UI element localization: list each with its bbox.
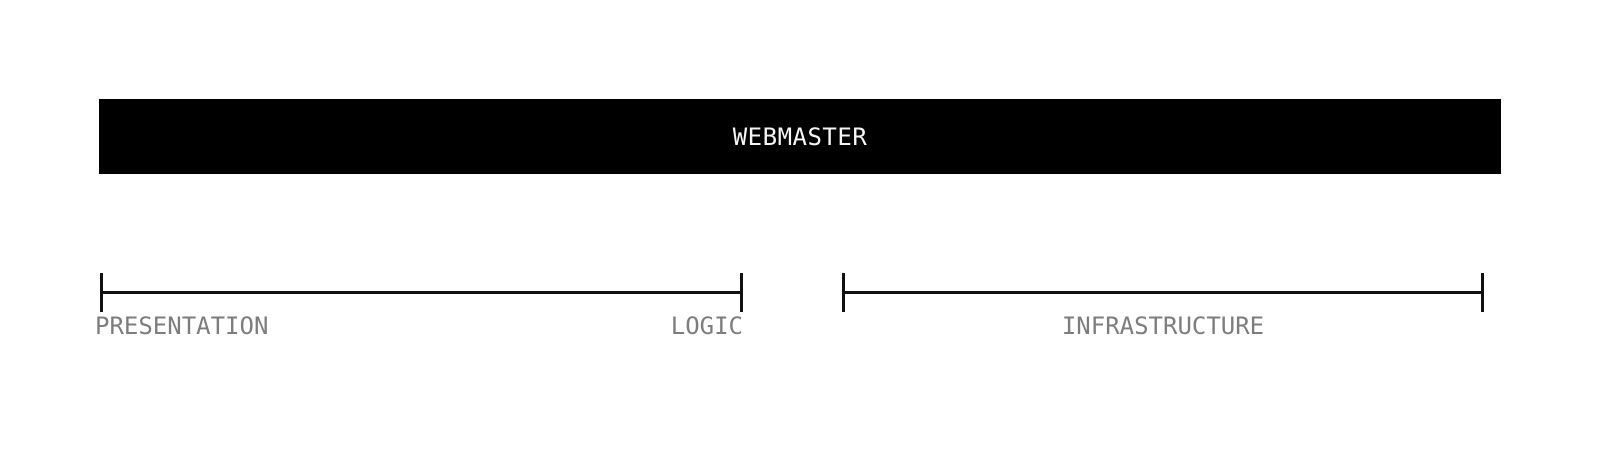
presentation-logic-labels: PRESENTATION LOGIC bbox=[95, 312, 743, 340]
presentation-logic-range-line bbox=[100, 273, 743, 312]
webmaster-bar: WEBMASTER bbox=[99, 99, 1501, 174]
presentation-label: PRESENTATION bbox=[95, 312, 269, 340]
infrastructure-range-line bbox=[842, 273, 1484, 312]
webmaster-bar-title: WEBMASTER bbox=[732, 122, 868, 151]
logic-label: LOGIC bbox=[670, 312, 743, 340]
infrastructure-label: INFRASTRUCTURE bbox=[1061, 312, 1265, 340]
infrastructure-labels: INFRASTRUCTURE bbox=[842, 312, 1484, 340]
